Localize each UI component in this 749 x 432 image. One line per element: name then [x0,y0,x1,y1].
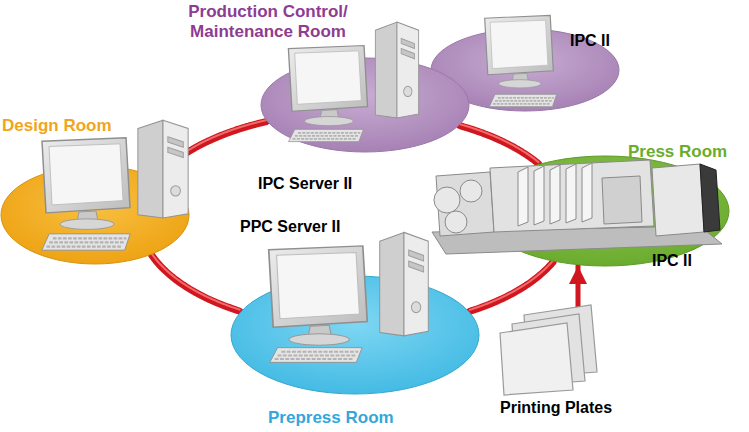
print-unit [534,166,544,225]
keyboard [289,129,364,141]
ipc-computer [485,15,557,106]
tower [380,232,429,335]
delivery-panel [700,164,720,232]
server-computer [288,22,418,142]
paper-roll [460,180,482,202]
press-body [490,160,654,232]
plate-sheet [500,323,573,395]
paper-roll [445,211,467,233]
design-computer [42,120,188,250]
computer-label: PPC Server II [240,218,341,236]
printing-plates: Printing Plates [495,295,655,420]
computer-label: IPC Server II [258,175,352,193]
tower [138,120,188,218]
printing-press [432,160,722,254]
keyboard [42,234,130,250]
monitor [42,138,130,230]
room-title: Prepress Room [268,408,394,428]
ring-highlight [470,261,553,310]
computer-label: IPC II [570,32,610,50]
plate-arrow [576,266,581,309]
paper-roll [434,187,460,213]
keyboard [270,348,362,363]
press-delivery [652,164,704,236]
network-ring [460,126,539,164]
room-title: Design Room [2,116,112,136]
network-ring [152,255,240,311]
network-ring [470,262,553,311]
room-title: Production Control/ Maintenance Room [168,2,368,41]
tower [375,22,418,118]
print-unit [582,163,592,222]
monitor [485,15,554,88]
ring-highlight [460,124,539,162]
computer-label: IPC II [652,252,692,270]
monitor [269,246,368,345]
press-section [602,176,642,224]
keyboard [489,94,556,106]
print-unit [550,165,560,224]
plates-label: Printing Plates [500,399,612,417]
prepress-computer [269,232,429,362]
print-unit [518,167,528,226]
print-unit [566,164,576,223]
ring-highlight [152,254,240,310]
monitor [288,46,367,126]
room-title: Press Room [628,142,727,162]
